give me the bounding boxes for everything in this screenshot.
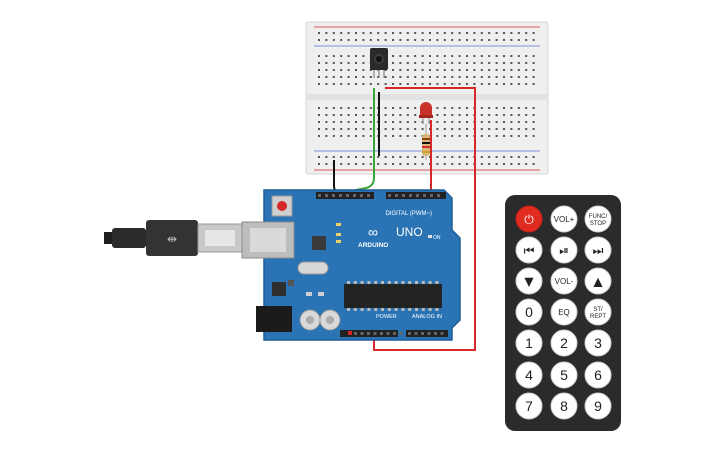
remote-button-arrow-down[interactable]: ▼ bbox=[515, 267, 543, 295]
remote-button-label: 2 bbox=[560, 335, 568, 351]
ir-receiver[interactable] bbox=[370, 48, 388, 78]
remote-button-label: 9 bbox=[594, 398, 602, 414]
power-icon: ⏻ bbox=[524, 213, 534, 227]
remote-button-next-track[interactable]: ⏭ bbox=[584, 236, 612, 264]
remote-button-eq[interactable]: EQ bbox=[550, 298, 578, 326]
breadboard-holes bbox=[318, 32, 535, 165]
next-track-icon: ⏭ bbox=[593, 244, 604, 258]
arduino-uno[interactable]: DIGITAL (PWM~) ∞ UNO ARDUINO ON bbox=[241, 189, 461, 341]
remote-button-arrow-up[interactable]: ▲ bbox=[584, 267, 612, 295]
digital-label: DIGITAL (PWM~) bbox=[386, 211, 433, 217]
remote-button-1[interactable]: 1 bbox=[515, 329, 543, 357]
remote-button-0[interactable]: 0 bbox=[515, 298, 543, 326]
remote-button-label: 0 bbox=[525, 304, 533, 320]
remote-button-func-stop[interactable]: FUNC/STOP bbox=[584, 205, 612, 233]
remote-button-label: 1 bbox=[525, 335, 533, 351]
remote-button-label: 8 bbox=[560, 398, 568, 414]
remote-button-vol-[interactable]: VOL+ bbox=[550, 205, 578, 233]
remote-button-label: 7 bbox=[525, 398, 533, 414]
ir-remote[interactable]: ⏻ VOL+ FUNC/STOP ⏮ ⏯ ⏭ ▼ VOL- ▲ 0 EQ ST/REPT 1 2 3 4 5 6 7… bbox=[505, 195, 621, 431]
red-led[interactable] bbox=[419, 102, 433, 124]
play-pause-icon: ⏯ bbox=[559, 244, 569, 258]
microcontroller-pins bbox=[347, 281, 439, 311]
usb-cable[interactable]: ⇹ bbox=[104, 220, 243, 256]
remote-button-vol-[interactable]: VOL- bbox=[550, 267, 578, 295]
arduino-infinity-icon: ∞ bbox=[368, 224, 378, 240]
remote-button-7[interactable]: 7 bbox=[515, 392, 543, 420]
remote-button-power[interactable]: ⏻ bbox=[515, 205, 543, 233]
remote-button-label: STOP bbox=[590, 221, 606, 227]
wire-green-signal bbox=[354, 88, 375, 199]
remote-button-play-pause[interactable]: ⏯ bbox=[550, 236, 578, 264]
remote-button-2[interactable]: 2 bbox=[550, 329, 578, 357]
remote-button-label: VOL+ bbox=[554, 215, 575, 224]
brand-label: ARDUINO bbox=[358, 242, 388, 249]
bottom-header-pins bbox=[354, 332, 444, 335]
remote-button-label: 5 bbox=[560, 367, 568, 383]
remote-button-9[interactable]: 9 bbox=[584, 392, 612, 420]
power-label: POWER bbox=[376, 314, 397, 320]
remote-button-label: EQ bbox=[558, 308, 570, 317]
remote-button-6[interactable]: 6 bbox=[584, 361, 612, 389]
resistor[interactable] bbox=[422, 124, 430, 160]
remote-button-grid[interactable]: ⏻ VOL+ FUNC/STOP ⏮ ⏯ ⏭ ▼ VOL- ▲ 0 EQ ST/REPT 1 2 3 4 5 6 7… bbox=[515, 205, 612, 420]
remote-button-label: VOL- bbox=[555, 277, 574, 286]
digital-header-pins bbox=[318, 194, 440, 197]
remote-button-label: 3 bbox=[594, 335, 602, 351]
usb-symbol-icon: ⇹ bbox=[167, 232, 177, 246]
remote-button-5[interactable]: 5 bbox=[550, 361, 578, 389]
remote-button-previous-track[interactable]: ⏮ bbox=[515, 236, 543, 264]
remote-button-8[interactable]: 8 bbox=[550, 392, 578, 420]
arrow-up-icon: ▲ bbox=[593, 275, 603, 289]
remote-button-4[interactable]: 4 bbox=[515, 361, 543, 389]
remote-button-3[interactable]: 3 bbox=[584, 329, 612, 357]
remote-button-st-rept[interactable]: ST/REPT bbox=[584, 298, 612, 326]
breadboard[interactable] bbox=[305, 21, 549, 175]
remote-button-label: REPT bbox=[590, 314, 606, 320]
model-label: UNO bbox=[396, 225, 423, 239]
arrow-down-icon: ▼ bbox=[524, 275, 534, 289]
previous-track-icon: ⏮ bbox=[524, 244, 535, 258]
remote-button-label: 6 bbox=[594, 367, 602, 383]
remote-button-label: ST/ bbox=[593, 307, 603, 313]
remote-button-label: 4 bbox=[525, 367, 533, 383]
analog-label: ANALOG IN bbox=[412, 314, 442, 320]
remote-button-label: FUNC/ bbox=[589, 214, 608, 220]
on-label: ON bbox=[433, 235, 441, 241]
wire-red-5v bbox=[373, 87, 476, 351]
